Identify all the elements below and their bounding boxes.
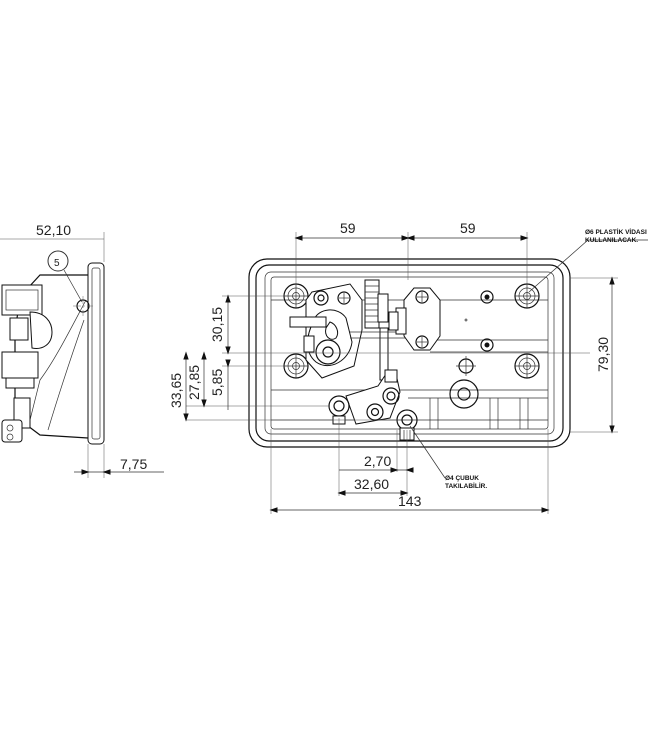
front-view: 59 59 30,15 5,85 27,85 33,65 79,30 <box>168 220 648 514</box>
lock-module <box>388 287 441 351</box>
mount-boss-top-right <box>514 283 540 309</box>
dim-left-30: 30,15 <box>209 307 225 342</box>
rod-note-line1: Ø4 ÇUBUK <box>445 475 479 482</box>
dim-left-27: 27,85 <box>186 365 202 400</box>
screw-note-line2: KULLANILACAK. <box>585 237 638 244</box>
dim-top-right-span: 59 <box>460 220 476 236</box>
dim-side-width: 52,10 <box>36 222 71 238</box>
dim-bottom-large: 32,60 <box>354 476 389 492</box>
latch-cam <box>289 283 363 379</box>
screw-note-line1: Ø6 PLASTİK VİDASI <box>585 228 647 236</box>
dim-top-left-span: 59 <box>340 220 356 236</box>
item-balloon-5: 5 <box>54 258 60 269</box>
lower-linkage <box>328 369 418 441</box>
dim-left-33: 33,65 <box>168 373 184 408</box>
rod-note-line2: TAKILABİLİR. <box>445 482 487 490</box>
dim-bottom-small: 2,70 <box>364 453 391 469</box>
mount-boss-mid-right <box>514 353 540 379</box>
dim-side-depth: 7,75 <box>120 456 147 472</box>
side-view: 52,10 5 7,75 <box>0 222 164 478</box>
ratchet-spring <box>364 279 389 329</box>
dim-right-height: 79,30 <box>595 337 611 372</box>
dim-overall-width: 143 <box>398 493 422 509</box>
dim-left-5: 5,85 <box>209 369 225 396</box>
